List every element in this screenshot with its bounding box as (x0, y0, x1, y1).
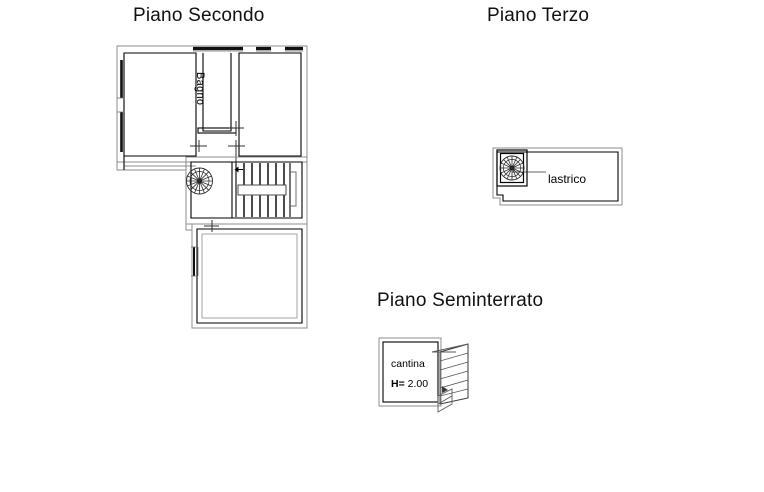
spiral-staircase-icon-second-floor (186, 167, 213, 195)
second-floor-stair-block-inner-walls (190, 161, 303, 219)
page-title-piano-terzo: Piano Terzo (487, 5, 590, 26)
room-label-bagno: Bagno (194, 72, 206, 106)
second-floor-upper-block-walls (116, 45, 308, 163)
room-label-lastrico: lastrico (548, 172, 587, 186)
page-title-piano-seminterrato: Piano Seminterrato (377, 290, 544, 311)
page-title-piano-secondo: Piano Secondo (133, 5, 265, 26)
ceiling-height-prefix: H= (391, 378, 405, 390)
second-floor-intermediate-wall (116, 162, 196, 171)
plan-piano-terzo (492, 147, 623, 206)
annotation-ceiling-height: H= 2.00 (391, 378, 428, 390)
basement-perspective-staircase (431, 343, 469, 413)
second-floor-door-ticks (190, 121, 245, 168)
second-floor-left-window-frames (117, 60, 125, 152)
ceiling-height-number: 2.00 (407, 378, 429, 390)
second-floor-upper-block-inner-walls (123, 52, 302, 157)
spiral-staircase-icon-third-floor (499, 155, 546, 181)
dogleg-staircase-second-floor (234, 163, 297, 217)
plan-piano-seminterrato (378, 337, 469, 413)
stair-direction-arrow-icon (234, 166, 243, 173)
second-floor-terrace (185, 220, 308, 329)
plan-piano-secondo (116, 45, 308, 329)
room-label-cantina: cantina (391, 358, 425, 370)
